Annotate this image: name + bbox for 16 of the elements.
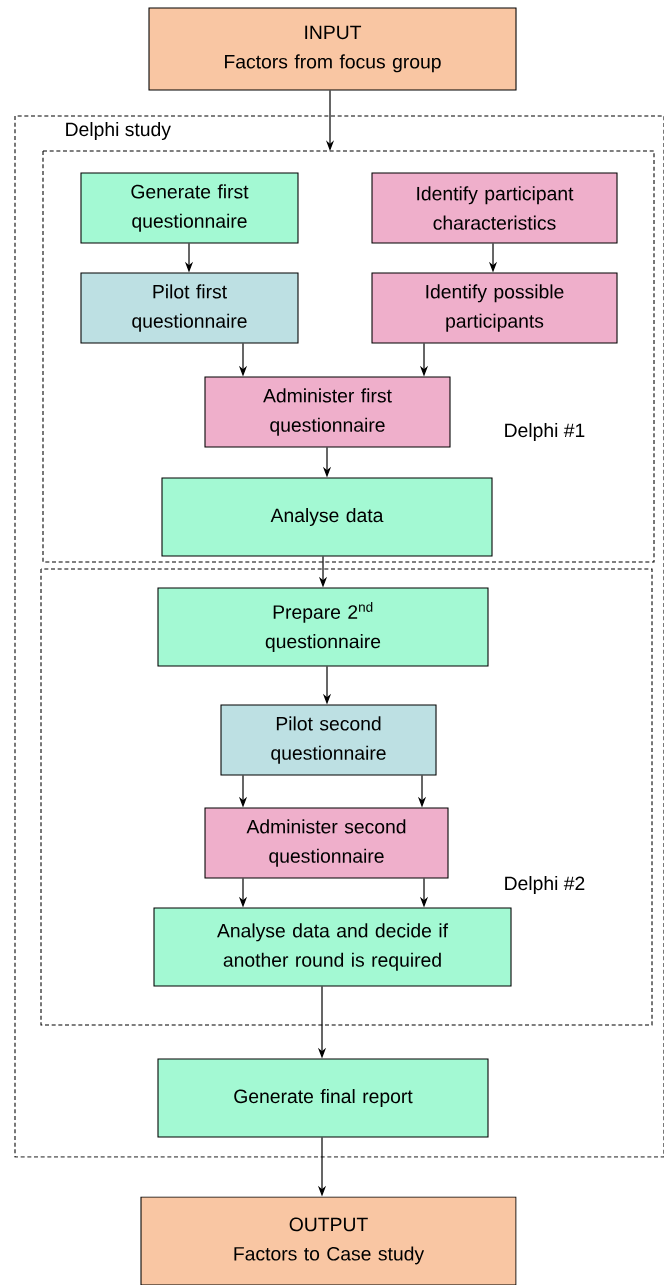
group-label: Delphi #2 <box>505 876 585 895</box>
group-label: Delphi #1 <box>505 423 585 441</box>
process-box: Pilot first questionnaire <box>80 272 299 344</box>
process-box: Pilot second questionnaire <box>220 704 437 776</box>
process-box: Generate first questionnaire <box>80 172 299 244</box>
process-box: Identify participant characteristics <box>371 172 618 244</box>
process-box: Administer first questionnaire <box>204 376 451 448</box>
group-label: Delphi study <box>66 122 171 140</box>
process-box: Analyse data <box>161 477 493 557</box>
output-box: OUTPUT Factors to Case study <box>140 1196 517 1285</box>
process-box: Generate final report <box>157 1058 489 1138</box>
process-box: Analyse data and decide if another round is required <box>153 907 512 987</box>
process-box: Prepare 2$^{nd}$ questionnaire <box>157 587 489 667</box>
input-box: INPUT Factors from focus group <box>148 7 517 91</box>
process-box: Identify possible participants <box>371 272 618 344</box>
process-box: Administer second questionnaire <box>204 807 449 879</box>
